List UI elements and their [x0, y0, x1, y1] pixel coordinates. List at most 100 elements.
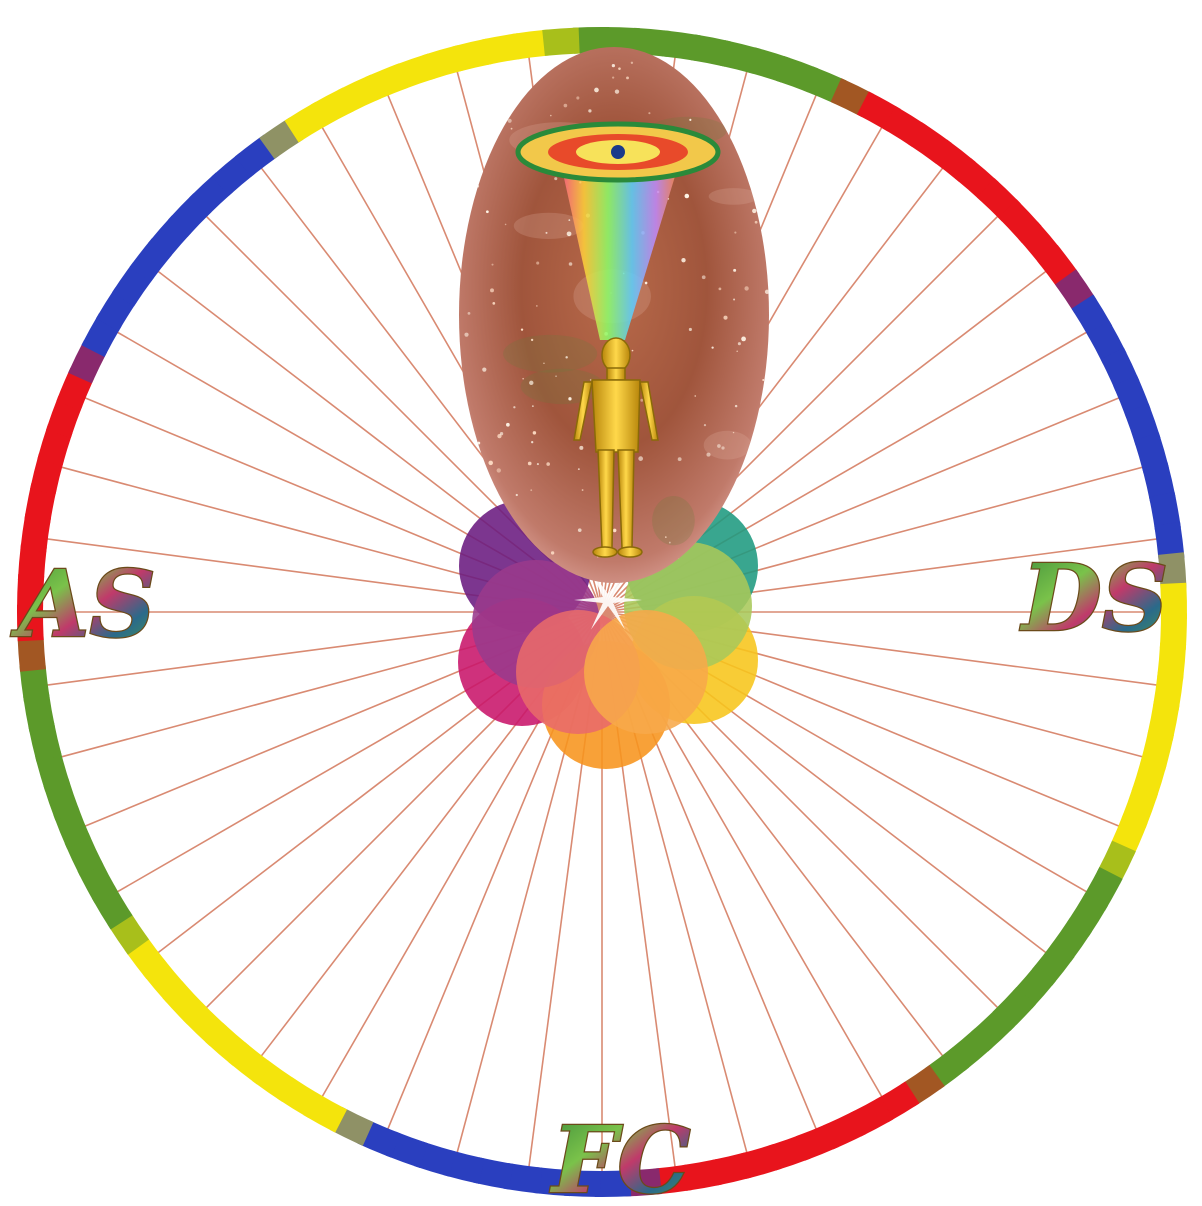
nebula-star [711, 346, 713, 348]
nebula-star [568, 219, 570, 221]
nebula-star [751, 96, 753, 98]
nebula-star [694, 395, 696, 397]
nebula-star [533, 431, 536, 434]
nebula-star [757, 471, 762, 476]
nebula-star [638, 456, 643, 461]
nebula-star [492, 302, 495, 305]
nebula-star [612, 76, 614, 78]
nebula-star [532, 405, 534, 407]
nebula-star [555, 376, 556, 377]
nebula-star [706, 453, 710, 457]
nebula-star [752, 209, 756, 213]
nebula-star [730, 138, 731, 139]
nebula-star [488, 461, 493, 466]
nebula-star [576, 96, 579, 99]
nebula-star [554, 177, 557, 180]
nebula-star [738, 342, 741, 345]
nebula-star [463, 118, 465, 120]
nebula-star [531, 441, 533, 443]
label-fc: FC [549, 1106, 691, 1206]
nebula-star [734, 232, 736, 234]
nebula-star [721, 446, 724, 449]
nebula-star [626, 76, 629, 79]
nebula-star [744, 138, 746, 140]
nebula-star [490, 288, 494, 292]
nebula-star [476, 185, 479, 188]
nebula-star [459, 216, 461, 218]
nebula-star [615, 89, 619, 93]
nebula-star [505, 224, 507, 226]
nebula-star [468, 312, 471, 315]
nebula-star [528, 462, 532, 466]
nebula-star [522, 378, 524, 380]
nebula-star [530, 489, 532, 491]
nebula-star [508, 119, 512, 123]
nebula-star [567, 231, 572, 236]
nebula-star [543, 363, 544, 364]
label-ds: DS [1019, 544, 1168, 652]
nebula-star [492, 264, 494, 266]
nebula-star [681, 258, 685, 262]
nebula-star [569, 262, 573, 266]
nebula-star [744, 286, 748, 290]
nebula-star [521, 329, 523, 331]
nebula-star [487, 74, 490, 77]
nebula-star [665, 536, 667, 538]
nebula-star [723, 316, 727, 320]
cosmic-egg-image [459, 47, 770, 583]
nebula-star [582, 489, 584, 491]
nebula-star [755, 221, 758, 224]
nebula-star [733, 432, 734, 433]
nebula-wisp [503, 335, 597, 373]
nebula-star [588, 109, 591, 112]
nebula-star [565, 356, 567, 358]
nebula-star [477, 442, 480, 445]
nebula-star [508, 99, 511, 102]
nebula-star [489, 120, 490, 121]
nebula-star [594, 88, 599, 93]
nebula-star [536, 305, 537, 306]
nebula-star [758, 539, 762, 543]
nebula-star [500, 432, 503, 435]
nebula-star [482, 367, 486, 371]
nebula-star [550, 115, 552, 117]
nebula-star [545, 232, 547, 234]
nebula-star [516, 494, 518, 496]
nebula-star [669, 542, 671, 544]
nebula-star [551, 551, 554, 554]
nebula-star [765, 290, 769, 294]
nebula-star [536, 262, 539, 265]
nebula-star [564, 104, 568, 108]
nebula-star [578, 528, 582, 532]
nebula-star [733, 298, 735, 300]
label-as: AS [10, 550, 156, 658]
nebula-star [689, 328, 692, 331]
nebula-star [752, 474, 755, 477]
nebula-star [579, 446, 583, 450]
nebula-star [618, 67, 621, 70]
nebula-star [735, 405, 737, 407]
nebula-star [499, 111, 503, 115]
nebula-star [702, 275, 706, 279]
nebula-star [464, 333, 468, 337]
rim-segment [544, 40, 580, 43]
nebula-star [461, 239, 464, 242]
nebula-star [485, 85, 487, 87]
nebula-star [631, 62, 633, 64]
nebula-star [529, 381, 533, 385]
nebula-star [717, 444, 721, 448]
nebula-wisp [652, 496, 695, 545]
nebula-star [613, 529, 617, 533]
nebula-star [497, 468, 501, 472]
petal-peach [584, 610, 708, 734]
nebula-star [719, 287, 722, 290]
nebula-star [741, 337, 746, 342]
nebula-star [645, 282, 648, 285]
nebula-star [678, 457, 682, 461]
nebula-star [511, 128, 513, 130]
nebula-star [612, 64, 615, 67]
nebula-star [578, 468, 580, 470]
nebula-star [512, 74, 517, 79]
nebula-star [537, 463, 539, 465]
